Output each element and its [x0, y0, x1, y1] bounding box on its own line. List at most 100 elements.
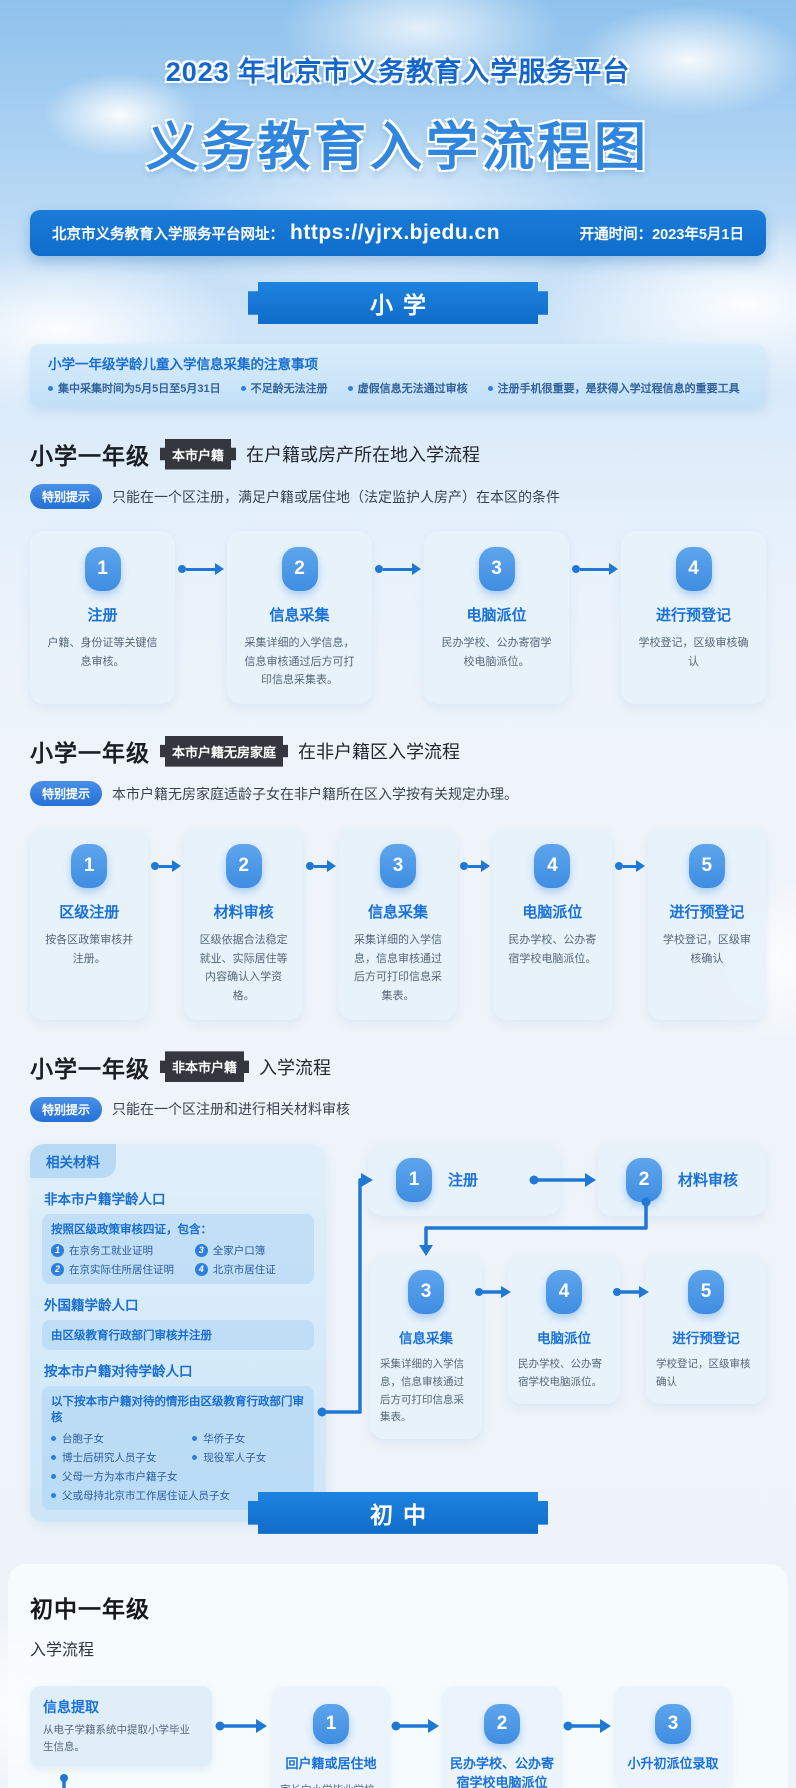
step-title: 区级注册: [59, 904, 120, 922]
step-card: 1 注册: [368, 1143, 560, 1216]
step-desc: 民办学校、公办寄宿学校电脑派位。: [441, 637, 552, 668]
step-desc: 家长向小学毕业学校申请后，区级审核确认。: [280, 1782, 382, 1788]
notice-item-text: 不足龄无法注册: [250, 383, 328, 395]
cert-text: 北京市居住证: [212, 1263, 276, 1276]
cert-number-icon: 2: [51, 1262, 64, 1276]
step-desc: 民办学校、公办寄宿学校电脑派位。: [508, 934, 597, 965]
list-item: 父或母持北京市工作居住证人员子女: [51, 1488, 305, 1503]
notice-item-text: 集中采集时间为5月5日至5月31日: [58, 383, 221, 395]
junior-section-title: 初中一年级: [30, 1595, 150, 1622]
section-title: 小学一年级: [30, 1055, 150, 1082]
cert-number-icon: 4: [194, 1262, 208, 1276]
section-non-local: 小学一年级 非本市户籍 入学流程 特别提示 只能在一个区注册和进行相关材料审核 …: [30, 1050, 766, 1522]
step-title: 信息采集: [399, 1330, 453, 1346]
step-title: 进行预登记: [655, 607, 731, 624]
bullet-dot-icon: [192, 1454, 198, 1460]
step-number: 4: [675, 547, 712, 591]
step-title: 信息采集: [269, 607, 330, 624]
list-item-text: 现役军人子女: [203, 1451, 267, 1464]
step-card: 2 信息采集 采集详细的入学信息，信息审核通过后方可打印信息采集表。: [227, 531, 372, 705]
step-number: 5: [688, 844, 725, 889]
treated-as-local-list: 台胞子女 华侨子女 博士后研究人员子女 现役军人子女 父母一方为本市户籍子女 父…: [51, 1431, 305, 1503]
step-card: 1 注册 户籍、身份证等关键信息审核。: [30, 531, 175, 705]
materials-group-heading: 外国籍学龄人口: [44, 1297, 139, 1313]
step-number: 4: [546, 1269, 582, 1314]
bullet-dot-icon: [48, 385, 53, 391]
step-number: 5: [688, 1269, 724, 1314]
section-subtitle: 在非户籍区入学流程: [298, 742, 461, 763]
step-card: 3 信息采集 采集详细的入学信息，信息审核通过后方可打印信息采集表。: [370, 1255, 482, 1440]
section-local-household: 小学一年级 本市户籍 在户籍或房产所在地入学流程 特别提示 只能在一个区注册，满…: [30, 437, 766, 705]
banner-junior-high: 初中: [248, 1492, 548, 1534]
bullet-dot-icon: [192, 1435, 198, 1441]
bullet-dot-icon: [51, 1492, 56, 1498]
list-item-text: 台胞子女: [62, 1432, 104, 1445]
cert-number-icon: 3: [194, 1243, 208, 1257]
cert-item: 4 北京市居住证: [194, 1262, 305, 1277]
step-title: 民办学校、公办寄宿学校电脑派位: [450, 1755, 555, 1788]
tip-badge: 特别提示: [30, 1096, 103, 1122]
household-badge: 非本市户籍: [160, 1051, 249, 1082]
section-heading: 小学一年级 本市户籍无房家庭 在非户籍区入学流程: [30, 734, 766, 768]
notice-title: 小学一年级学龄儿童入学信息采集的注意事项: [48, 357, 318, 372]
section-subtitle: 入学流程: [259, 1057, 332, 1078]
step-card: 3 信息采集 采集详细的入学信息，信息审核通过后方可打印信息采集表。: [338, 828, 458, 1020]
box-title: 信息提取: [43, 1698, 99, 1715]
open-time-label: 开通时间：: [579, 226, 653, 243]
arrow-right-icon: [175, 547, 227, 591]
step-desc: 采集详细的入学信息，信息审核通过后方可打印信息采集表。: [244, 637, 355, 687]
step-card: 2 民办学校、公办寄宿学校电脑派位: [442, 1685, 562, 1788]
notice-items: 集中采集时间为5月5日至5月31日 不足龄无法注册 虚假信息无法通过审核 注册手…: [48, 380, 748, 396]
step-title: 电脑派位: [537, 1330, 591, 1346]
step-title: 信息采集: [368, 904, 429, 922]
step-card: 4 进行预登记 学校登记，区级审核确认: [621, 531, 766, 705]
platform-url-link[interactable]: https://yjrx.bjedu.cn: [290, 221, 501, 244]
step-title: 注册: [448, 1172, 479, 1190]
step-desc: 按各区政策审核并注册。: [45, 934, 134, 965]
banner-primary-school: 小学: [248, 282, 548, 324]
arrow-right-icon: [612, 844, 648, 888]
tip-text: 本市户籍无房家庭适龄子女在非户籍所在区入学按有关规定办理。: [112, 785, 519, 802]
materials-box: 由区级教育行政部门审核并注册: [42, 1319, 314, 1350]
special-tip: 特别提示 只能在一个区注册和进行相关材料审核: [30, 1096, 766, 1122]
step-number: 2: [281, 547, 318, 591]
notice-item: 不足龄无法注册: [240, 380, 328, 396]
step-card: 1 回户籍或居住地 家长向小学毕业学校申请后，区级审核确认。: [272, 1685, 390, 1788]
step-card: 5 进行预登记 学校登记，区级审核确认: [647, 828, 767, 1020]
tip-text: 只能在一个区注册和进行相关材料审核: [112, 1101, 351, 1118]
step-number: 1: [71, 844, 108, 889]
list-item: 华侨子女: [192, 1431, 305, 1446]
step-title: 电脑派位: [522, 904, 583, 922]
tip-badge: 特别提示: [30, 484, 103, 509]
step-number: 4: [534, 844, 571, 889]
flow-no-house: 1 区级注册 按各区政策审核并注册。 2 材料审核 区级依据合法稳定就业、实际居…: [30, 828, 767, 1020]
list-item: 现役军人子女: [192, 1450, 305, 1465]
materials-box: 以下按本市户籍对待的情形由区级教育行政部门审核 台胞子女 华侨子女 博士后研究人…: [42, 1385, 314, 1510]
junior-section-subtitle: 入学流程: [30, 1641, 95, 1659]
step-card: 4 电脑派位 民办学校、公办寄宿学校电脑派位。: [508, 1255, 620, 1404]
section-local-no-house: 小学一年级 本市户籍无房家庭 在非户籍区入学流程 特别提示 本市户籍无房家庭适龄…: [30, 734, 767, 1020]
step-title: 回户籍或居住地: [285, 1755, 377, 1771]
step-desc: 区级依据合法稳定就业、实际居住等内容确认入学资格。: [199, 934, 288, 1003]
step-number: 2: [626, 1157, 662, 1202]
bullet-dot-icon: [347, 385, 353, 391]
open-time-value: 2023年5月1日: [652, 226, 744, 243]
junior-flow-canvas: 信息提取 从电子学籍系统中提取小学毕业生信息。 信息采集 区级采集新进京学生信息…: [30, 1685, 766, 1788]
special-tip: 特别提示 只能在一个区注册，满足户籍或居住地（法定监护人房产）在本区的条件: [30, 484, 766, 509]
step-number: 3: [380, 844, 417, 889]
step-desc: 采集详细的入学信息，信息审核通过后方可打印信息采集表。: [380, 1357, 464, 1424]
step-number: 3: [655, 1703, 691, 1744]
flow-local: 1 注册 户籍、身份证等关键信息审核。 2 信息采集 采集详细的入学信息，信息审…: [30, 531, 766, 705]
notice-box: 小学一年级学龄儿童入学信息采集的注意事项 集中采集时间为5月5日至5月31日 不…: [30, 344, 766, 407]
arrow-right-icon: [303, 844, 339, 888]
step-title: 注册: [87, 607, 118, 624]
step-number: 2: [225, 844, 262, 889]
junior-high-panel: 初中一年级 入学流程 信息提取 从电子学籍系统中提取小学毕业生信息。 信息采集 …: [8, 1563, 788, 1788]
list-item-text: 博士后研究人员子女: [62, 1451, 157, 1464]
section-title: 小学一年级: [30, 740, 150, 767]
household-badge: 本市户籍无房家庭: [160, 736, 288, 767]
materials-group-heading: 非本市户籍学龄人口: [44, 1191, 166, 1207]
